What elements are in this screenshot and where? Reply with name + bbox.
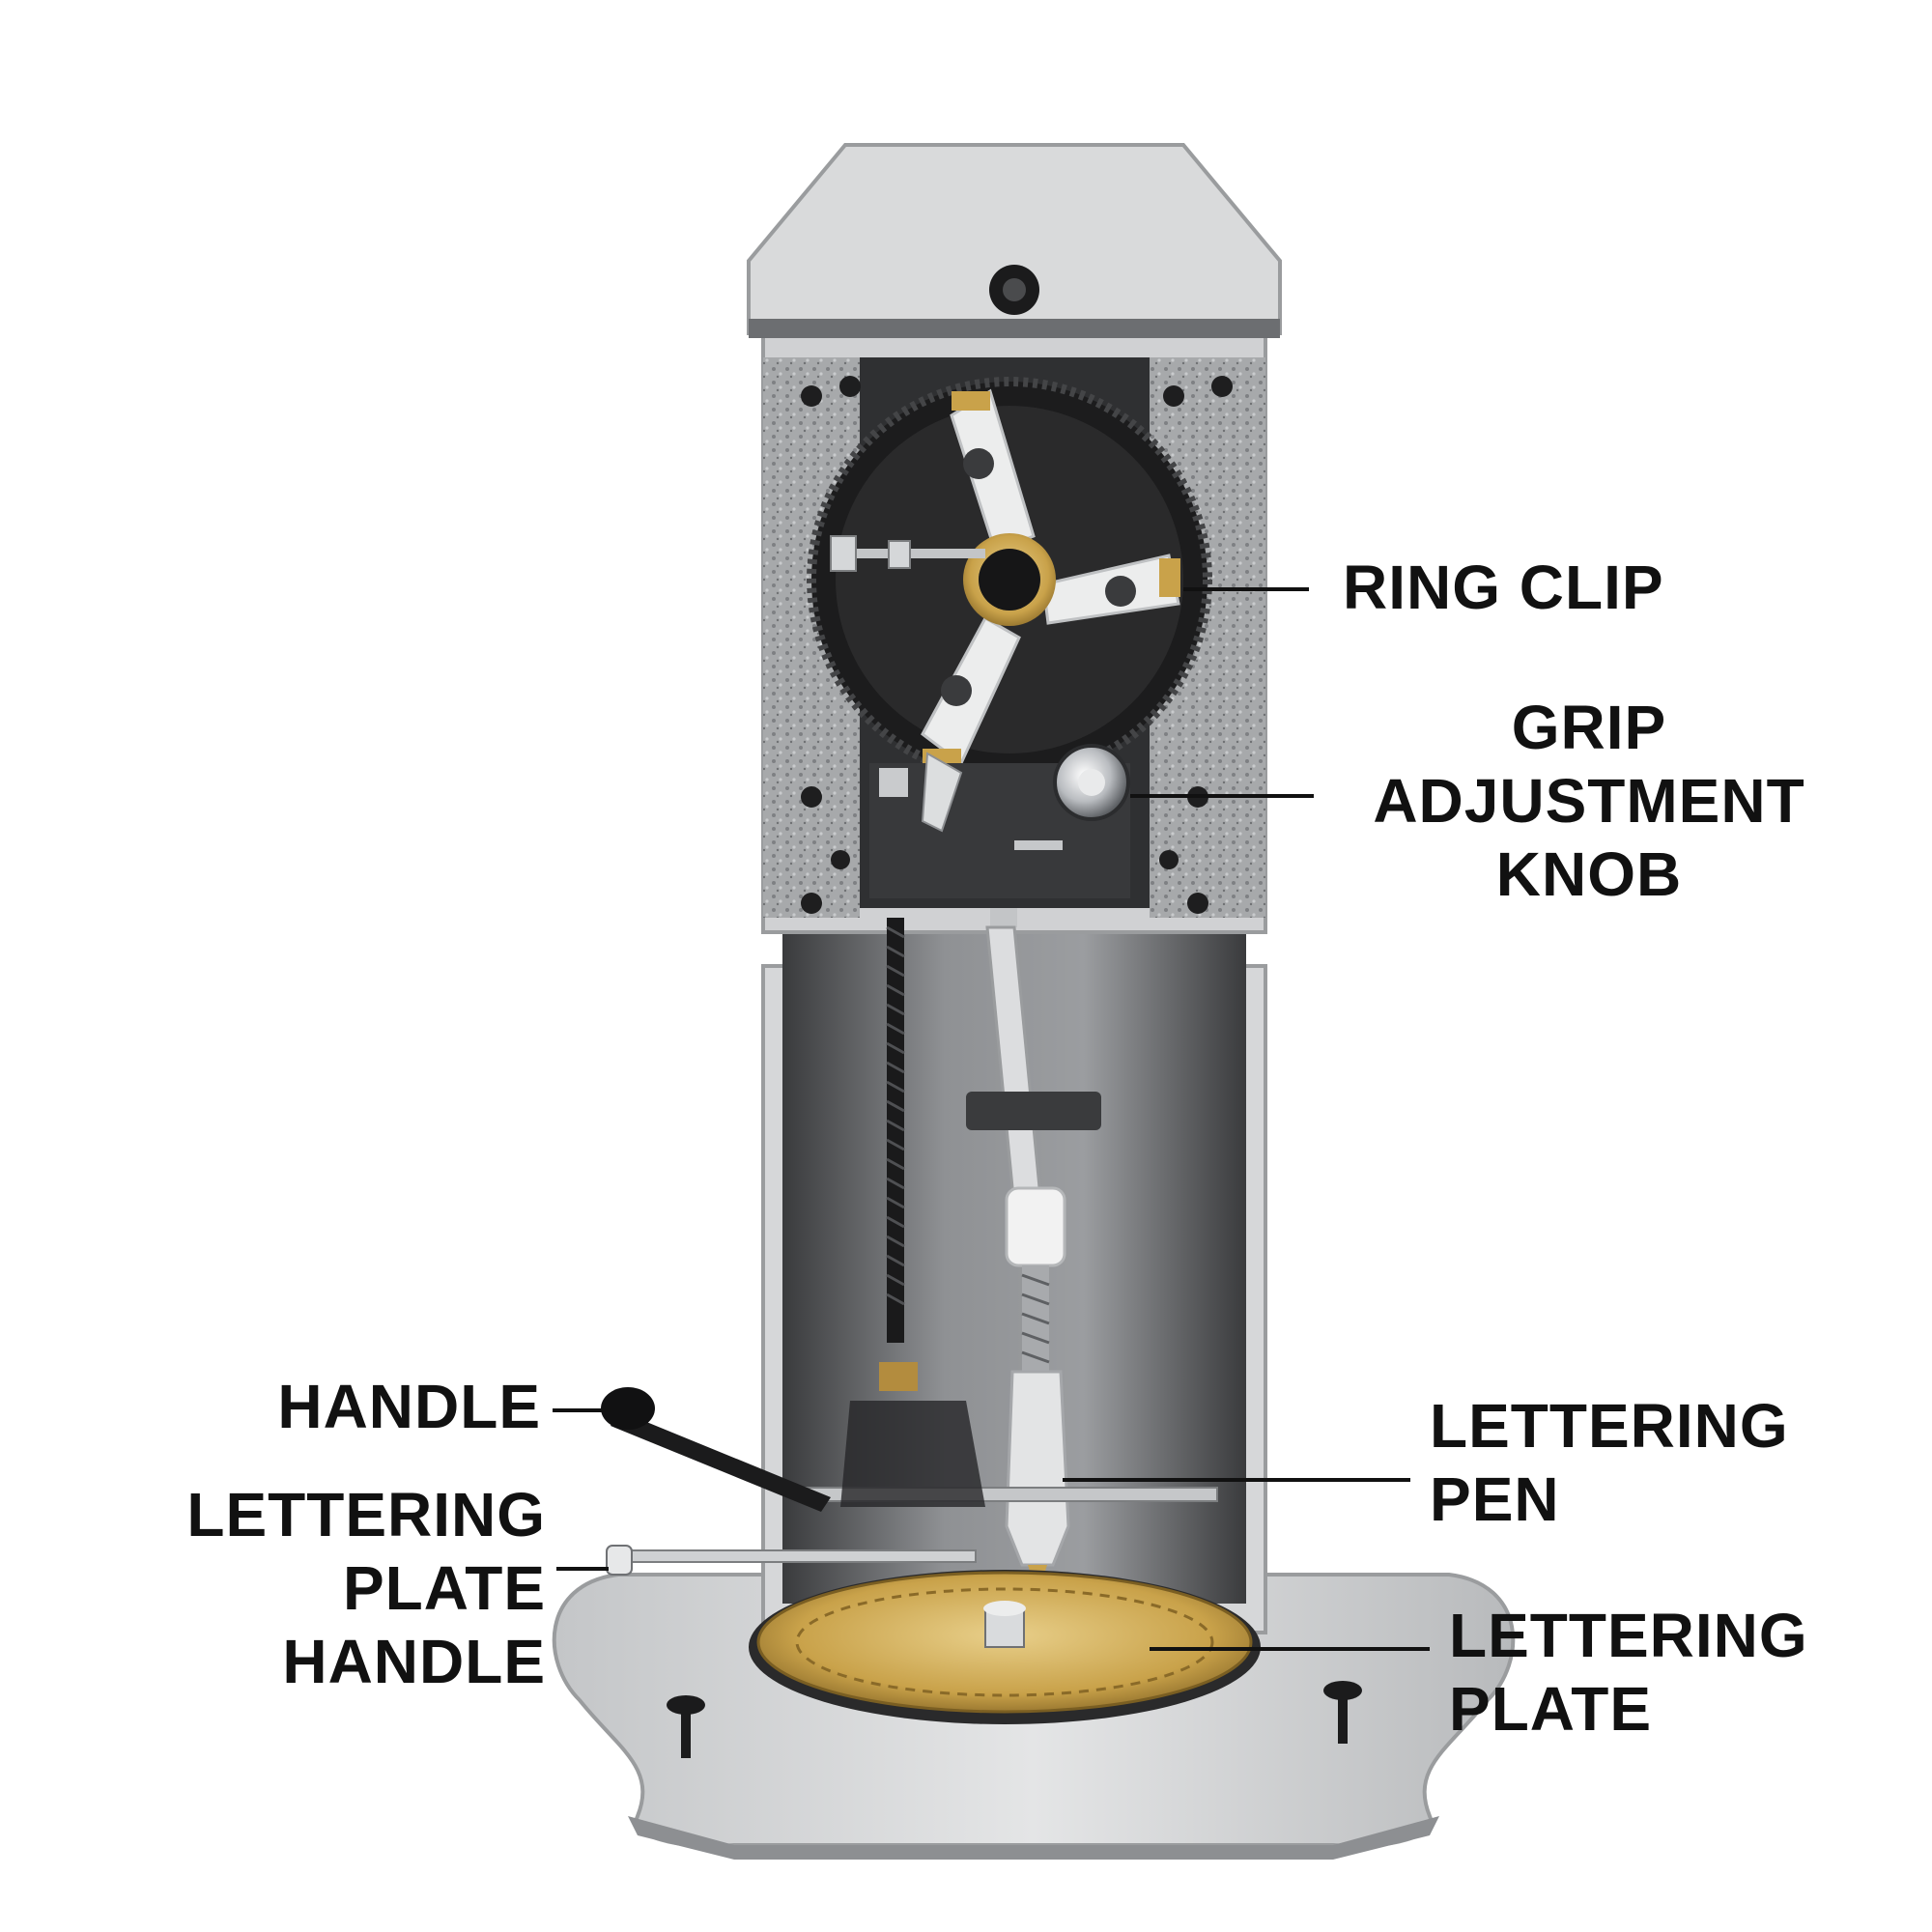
grip-adjustment-knob-leader [1130,794,1314,798]
ring-clip-label: RING CLIP [1343,553,1664,622]
lettering-pen-label: LETTERING PEN [1430,1391,1789,1534]
ring-clip-arms [921,388,1180,768]
panel-bolts [801,376,1233,914]
lead-screw [886,918,905,1343]
handle-label: HANDLE [277,1372,541,1441]
handle-assembly [601,1362,1218,1576]
handle-leader [553,1408,611,1412]
lettering-plate-handle-leader [556,1567,609,1571]
grip-adjustment-knob-label: GRIP ADJUSTMENT KNOB [1373,693,1805,909]
lettering-plate-handle-label: LETTERING PLATE HANDLE [186,1480,546,1696]
grip-mechanism [869,744,1130,898]
lettering-plate-leader [1150,1647,1430,1651]
lettering-plate [749,1570,1261,1724]
ring-clip-leader [1183,587,1309,591]
lettering-plate-label: LETTERING PLATE [1449,1601,1808,1744]
lettering-pen-leader [1063,1478,1410,1482]
pen-arm [966,908,1101,1594]
leveling-feet [667,1681,1362,1758]
ring-wheel [807,377,1212,782]
